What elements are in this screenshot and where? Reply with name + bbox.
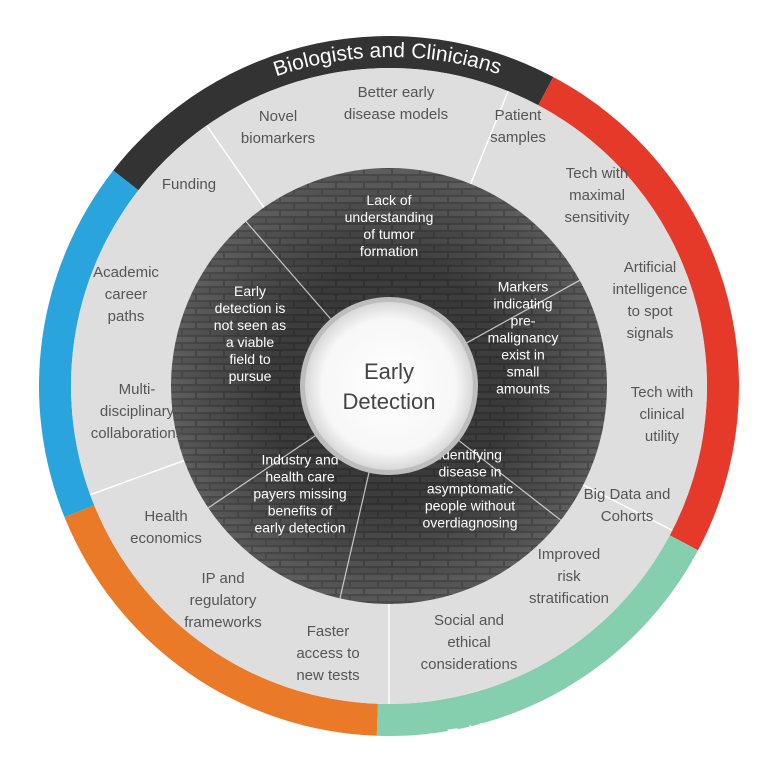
challenges-divider (207, 433, 319, 509)
needs-divider (469, 90, 509, 185)
stakeholder-band-research (38, 170, 139, 518)
needs-divider (205, 125, 265, 208)
challenges-divider (245, 221, 334, 322)
stakeholder-band-epidemiologists (376, 535, 699, 737)
challenges-divider (456, 438, 562, 521)
center-hub-disc (305, 302, 473, 470)
stakeholder-band-industry (64, 505, 378, 736)
stakeholder-band-biologists (113, 35, 554, 191)
challenges-divider (463, 279, 580, 345)
needs-divider (582, 484, 673, 532)
stakeholder-ring (38, 35, 739, 737)
need-label-funding: Funding (162, 176, 216, 193)
challenges-divider (339, 469, 371, 599)
stakeholder-band-engineers (538, 76, 739, 551)
needs-divider (89, 459, 185, 496)
